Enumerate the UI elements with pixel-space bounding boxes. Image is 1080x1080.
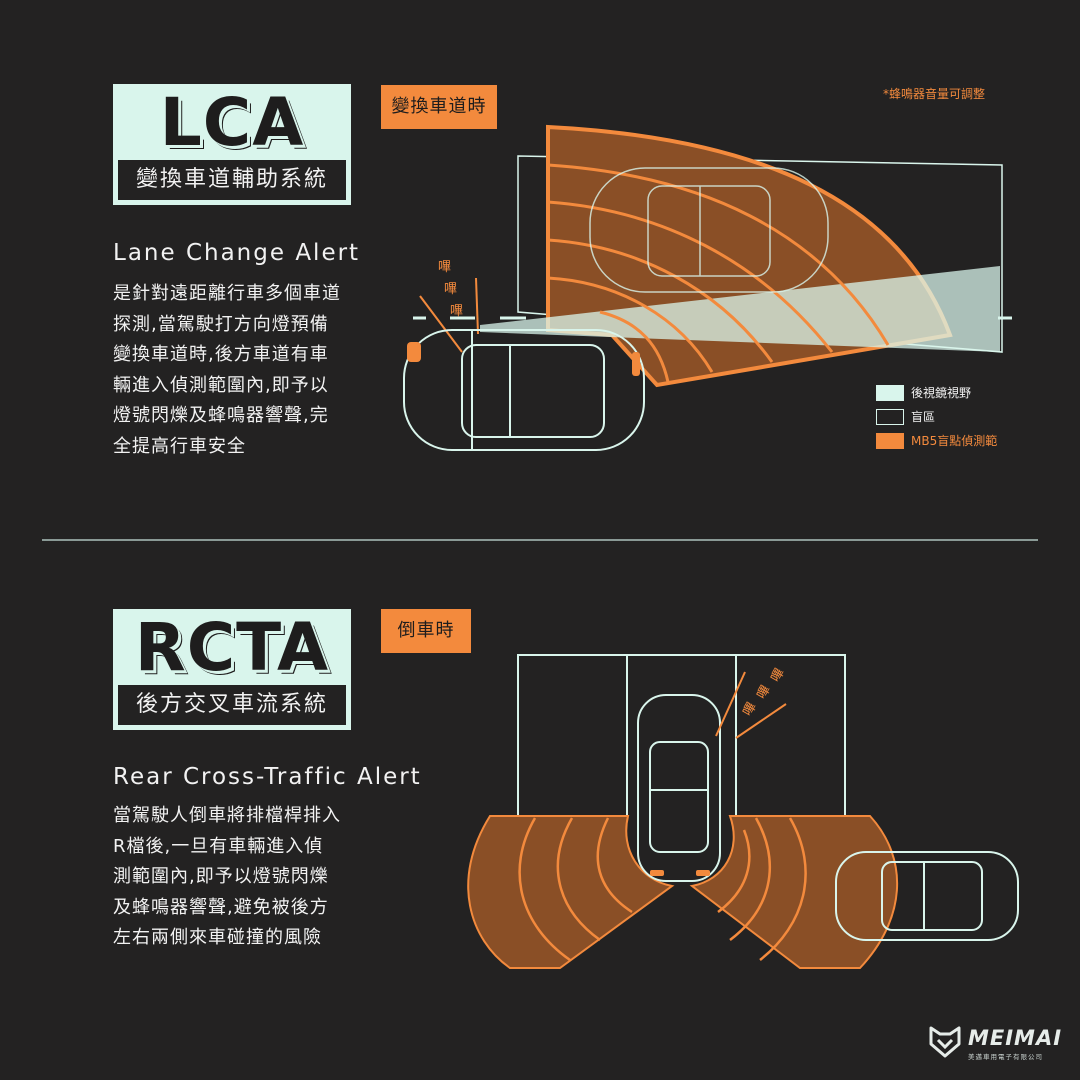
rcta-title-box: RCTA 後方交叉車流系統: [113, 609, 351, 730]
lca-right-signal: [632, 352, 640, 376]
rcta-tag: 倒車時: [381, 609, 471, 653]
lca-detection-arcs: [547, 163, 890, 383]
desc-line: 輛進入偵測範圍內,即予以: [113, 374, 329, 396]
legend-label: 後視鏡視野: [911, 386, 972, 400]
lca-own-car: [403, 329, 645, 451]
legend-swatch: [876, 433, 904, 449]
rcta-diagram: [467, 654, 1019, 969]
lca-beep-lines: [419, 277, 479, 353]
rcta-beep-lines: [715, 671, 787, 739]
rcta-left-zone: [467, 815, 675, 969]
fox-icon: [929, 1026, 961, 1058]
lca-description: 是針對遠距離行車多個車道 探測,當駕駛打方向燈預備 變換車道時,後方車道有車 輛…: [113, 279, 363, 462]
lca-en-title: Lane Change Alert: [113, 240, 361, 266]
section-divider: [42, 539, 1038, 541]
rcta-tail-light-left: [650, 870, 664, 876]
desc-line: 測範圍內,即予以燈號閃爍: [113, 866, 329, 887]
desc-line: 探測,當駕駛打方向燈預備: [113, 313, 329, 335]
lca-tag: 變換車道時: [381, 85, 497, 129]
brand-logo: MEIMAI 美邁車用電子有限公司: [928, 1024, 1068, 1061]
desc-line: R檔後,一旦有車輛進入偵: [113, 835, 324, 857]
rcta-own-car: [637, 694, 721, 882]
rcta-en-title: Rear Cross-Traffic Alert: [113, 764, 422, 790]
rcta-parking-bays: [517, 654, 846, 816]
lca-beep-1: 嗶: [438, 260, 452, 275]
rcta-right-zone: [689, 815, 899, 969]
rcta-cross-car: [835, 851, 1019, 941]
brand-company: 美邁車用電子有限公司: [968, 1053, 1043, 1061]
lca-diagram: [403, 124, 1012, 451]
lca-far-car: [589, 167, 829, 293]
desc-line: 是針對遠距離行車多個車道: [113, 283, 341, 304]
legend-label: MB5盲點偵測範: [911, 434, 998, 448]
lca-left-signal: [407, 342, 421, 362]
rcta-tail-light-right: [696, 870, 710, 876]
desc-line: 及蜂鳴器響聲,避免被後方: [113, 896, 329, 918]
legend-swatch: [876, 385, 904, 401]
lca-beep-2: 嗶: [444, 282, 458, 297]
lca-note: *蜂鳴器音量可調整: [883, 87, 986, 101]
lca-beep-3: 嗶: [450, 304, 464, 319]
desc-line: 左右兩側來車碰撞的風險: [113, 927, 322, 948]
rcta-arcs: [518, 817, 807, 962]
lca-lane-outline: [517, 155, 1003, 353]
rcta-title: RCTA: [134, 609, 330, 686]
desc-line: 全提高行車安全: [113, 435, 246, 457]
desc-line: 變換車道時,後方車道有車: [113, 344, 329, 365]
desc-line: 燈號閃爍及蜂鳴器響聲,完: [113, 405, 329, 426]
rcta-description: 當駕駛人倒車將排檔桿排入 R檔後,一旦有車輛進入偵 測範圍內,即予以燈號閃爍 及…: [113, 801, 363, 954]
legend-swatch: [876, 409, 904, 425]
lca-title-box: LCA 變換車道輔助系統: [113, 84, 351, 205]
desc-line: 當駕駛人倒車將排檔桿排入: [113, 805, 341, 826]
brand-name: MEIMAI: [968, 1026, 1063, 1050]
rcta-subtitle: 後方交叉車流系統: [118, 685, 346, 725]
lca-mirror-view: [480, 266, 1000, 352]
lca-title: LCA: [159, 84, 305, 161]
lca-subtitle: 變換車道輔助系統: [118, 160, 346, 200]
legend-label: 盲區: [911, 410, 936, 424]
